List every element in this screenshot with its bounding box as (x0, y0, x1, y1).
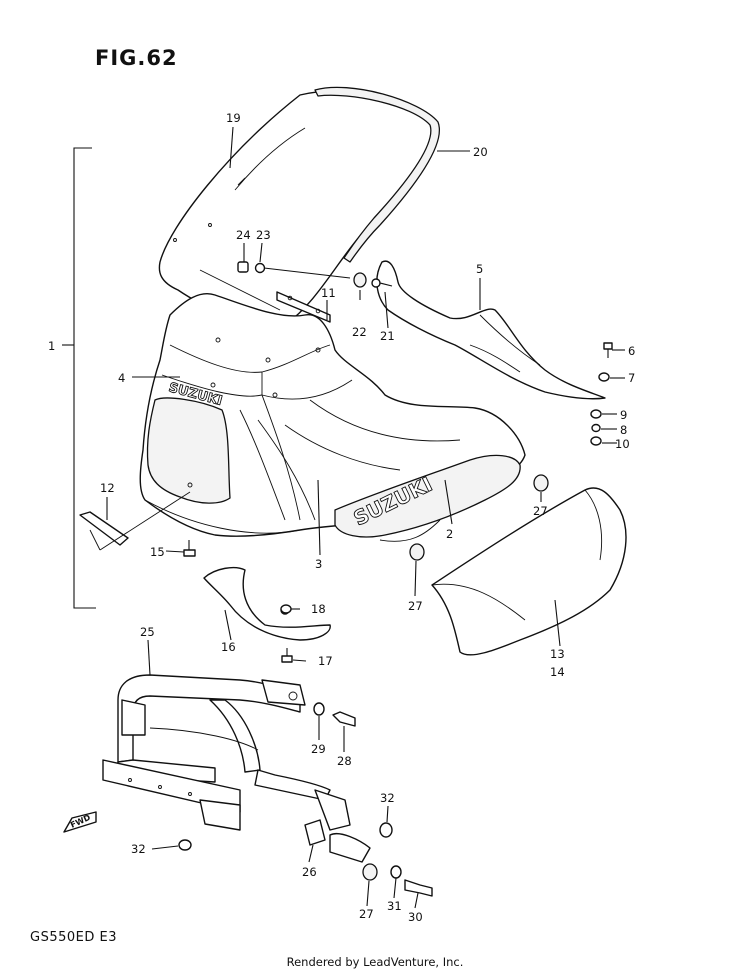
callout-24: 24 (236, 228, 251, 242)
callout-13: 13 (550, 647, 565, 661)
callout-7: 7 (628, 371, 635, 385)
callout-1: 1 (48, 339, 55, 353)
callout-27-lower: 27 (359, 907, 374, 921)
callout-25: 25 (140, 625, 155, 639)
render-credit: Rendered by LeadVenture, Inc. (286, 955, 464, 969)
side-cover (431, 487, 627, 656)
callout-30: 30 (408, 910, 423, 924)
figure-title: FIG.62 (95, 46, 178, 70)
leader-lines (106, 126, 625, 909)
grommets (362, 474, 549, 881)
callout-27-upper: 27 (533, 504, 548, 518)
callout-32-left: 32 (131, 842, 146, 856)
screen-fasteners (237, 261, 367, 288)
callout-27-middle: 27 (408, 599, 423, 613)
inner-panel-bracket (371, 260, 606, 400)
callout-19: 19 (226, 111, 241, 125)
callout-29: 29 (311, 742, 326, 756)
callout-23: 23 (256, 228, 271, 242)
model-code: GS550ED E3 (30, 930, 117, 945)
callout-16: 16 (221, 640, 236, 654)
lower-bracket-plate (79, 491, 191, 551)
cowl-frame (102, 674, 371, 863)
callout-20: 20 (473, 145, 488, 159)
callout-17: 17 (318, 654, 333, 668)
callout-2: 2 (446, 527, 453, 541)
callout-4: 4 (118, 371, 125, 385)
callout-3: 3 (315, 557, 322, 571)
callout-9: 9 (620, 408, 627, 422)
callout-labels: 1 2 3 4 5 6 7 8 9 10 11 12 13 14 15 16 1… (48, 111, 635, 924)
windscreen-trim (314, 86, 440, 263)
callout-8: 8 (620, 423, 627, 437)
callout-15: 15 (150, 545, 165, 559)
callout-14: 14 (550, 665, 565, 679)
frame-fasteners (178, 702, 433, 897)
callout-22: 22 (352, 325, 367, 339)
right-fasteners (590, 342, 613, 446)
callout-31: 31 (387, 899, 402, 913)
assembly-bracket (62, 147, 96, 609)
callout-26: 26 (302, 865, 317, 879)
callout-28: 28 (337, 754, 352, 768)
forward-direction-arrow: FWD (63, 811, 97, 833)
callout-12: 12 (100, 481, 115, 495)
callout-6: 6 (628, 344, 635, 358)
callout-18: 18 (311, 602, 326, 616)
callout-21: 21 (380, 329, 395, 343)
callout-5: 5 (476, 262, 483, 276)
callout-10: 10 (615, 437, 630, 451)
callout-32-right: 32 (380, 791, 395, 805)
callout-11: 11 (321, 286, 336, 300)
stay-plate (276, 291, 331, 323)
